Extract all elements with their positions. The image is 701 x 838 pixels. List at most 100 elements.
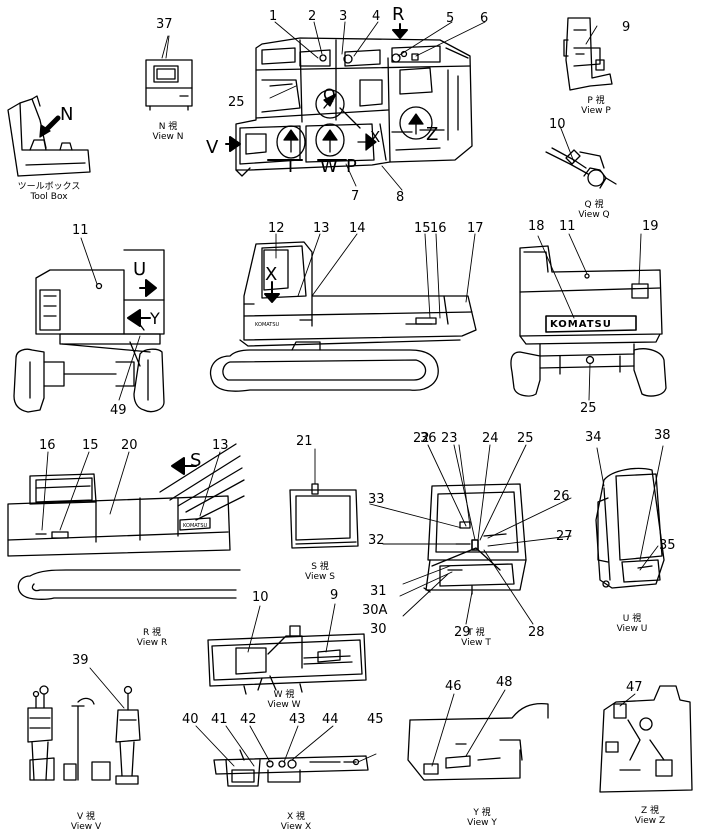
- caption-view-n-jp: N 視: [158, 122, 178, 132]
- callout-25: 25: [517, 431, 534, 446]
- caption-view-v-jp: V 視: [76, 812, 96, 822]
- callout-28: 28: [528, 625, 545, 640]
- caption-view-y-en: View Y: [467, 818, 497, 828]
- callout-23: 23: [441, 431, 458, 446]
- view-r-drawing: [7, 443, 245, 600]
- side-view-x-marker: [264, 281, 280, 303]
- callout-34: 34: [585, 430, 602, 445]
- callout-16: 16: [430, 221, 447, 236]
- caption-view-y-jp: Y 視: [473, 808, 491, 818]
- callout-13: 13: [313, 221, 330, 236]
- callout-9: 9: [622, 20, 630, 35]
- callout-15b: 15: [82, 438, 99, 453]
- callout-31: 31: [370, 584, 387, 599]
- caption-view-s: S 視 View S: [290, 562, 350, 582]
- caption-view-z-en: View Z: [634, 816, 666, 826]
- callout-18: 18: [528, 219, 545, 234]
- letter-r: R: [392, 4, 405, 25]
- caption-tool-box-en: Tool Box: [30, 192, 68, 202]
- callout-numbers: 1 2 3 4 5 6 7 8 9 10 11 12 13 14 15 16 1…: [39, 9, 676, 727]
- letter-n: N: [60, 104, 73, 125]
- callout-29: 29: [454, 625, 471, 640]
- letter-p: P: [346, 156, 357, 177]
- callout-6: 6: [480, 11, 488, 26]
- front-view-drawing: [13, 249, 165, 413]
- callout-44: 44: [322, 712, 339, 727]
- caption-view-r: R 視 View R: [122, 628, 182, 648]
- callout-40: 40: [182, 712, 199, 727]
- callout-13b: 13: [212, 438, 229, 453]
- caption-view-u-jp: U 視: [622, 614, 642, 624]
- view-u-drawing: [595, 467, 665, 589]
- callout-39: 39: [72, 653, 89, 668]
- caption-view-u: U 視 View U: [602, 614, 662, 634]
- callout-7: 7: [351, 189, 359, 204]
- letter-u: U: [133, 259, 146, 280]
- callout-19: 19: [642, 219, 659, 234]
- view-q-drawing: [545, 147, 617, 189]
- toolbox-drawing: [7, 95, 91, 177]
- decal-view-r: KOMATSU: [183, 523, 208, 529]
- view-s-drawing: [289, 483, 359, 549]
- arrow-n: [39, 115, 61, 138]
- callout-9b: 9: [330, 588, 338, 603]
- callout-36: 36: [420, 431, 437, 446]
- callout-1: 1: [269, 9, 277, 24]
- view-letters: N R Q Z V T W P X X U Y S: [60, 4, 438, 471]
- callout-30a: 30A: [362, 603, 388, 618]
- callout-25b: 25: [580, 401, 597, 416]
- letter-z: Z: [426, 124, 438, 145]
- callout-20: 20: [121, 438, 138, 453]
- caption-view-p: P 視 View P: [566, 96, 626, 116]
- caption-view-z-jp: Z 視: [640, 806, 660, 816]
- callout-26: 26: [553, 489, 570, 504]
- callout-27: 27: [556, 529, 573, 544]
- callout-32: 32: [368, 533, 385, 548]
- view-x-drawing: [213, 749, 369, 787]
- caption-view-r-jp: R 視: [142, 628, 162, 638]
- caption-view-t: T 視 View T: [446, 628, 506, 648]
- callout-10b: 10: [252, 590, 269, 605]
- callout-11: 11: [72, 223, 89, 238]
- callout-41: 41: [211, 712, 228, 727]
- view-v-drawing: [27, 685, 141, 785]
- decal-side: KOMATSU: [255, 322, 280, 328]
- letter-v: V: [206, 137, 219, 158]
- caption-view-n: N 視 View N: [138, 122, 198, 142]
- callout-8: 8: [396, 190, 404, 205]
- callout-22: 22: [413, 431, 430, 446]
- callout-5: 5: [446, 11, 454, 26]
- callout-42: 42: [240, 712, 257, 727]
- caption-view-q: Q 視 View Q: [564, 200, 624, 220]
- callout-47: 47: [626, 680, 643, 695]
- callout-37: 37: [156, 17, 173, 32]
- callout-46: 46: [445, 679, 462, 694]
- callout-45: 45: [367, 712, 384, 727]
- side-view-drawing: [209, 241, 477, 392]
- caption-view-s-en: View S: [305, 572, 335, 582]
- callout-49: 49: [110, 403, 127, 418]
- caption-view-x: X 視 View X: [266, 812, 326, 832]
- caption-view-x-en: View X: [280, 822, 312, 832]
- callout-48: 48: [496, 675, 513, 690]
- callout-24: 24: [482, 431, 499, 446]
- caption-view-p-jp: P 視: [587, 96, 605, 106]
- letter-s: S: [190, 450, 201, 471]
- callout-35: 35: [659, 538, 676, 553]
- letter-y: Y: [149, 309, 160, 328]
- view-w-drawing: [207, 625, 367, 695]
- letter-t: T: [284, 156, 297, 177]
- callout-14: 14: [349, 221, 366, 236]
- callout-11b: 11: [559, 219, 576, 234]
- top-view-markers: [225, 23, 433, 161]
- view-n-drawing: [145, 35, 193, 111]
- caption-view-v-en: View V: [70, 822, 102, 832]
- caption-view-w-jp: W 視: [273, 690, 295, 700]
- caption-view-x-jp: X 視: [286, 812, 306, 822]
- caption-view-y: Y 視 View Y: [452, 808, 512, 828]
- callout-25: 25: [228, 95, 245, 110]
- caption-view-q-jp: Q 視: [584, 200, 604, 210]
- callout-16b: 16: [39, 438, 56, 453]
